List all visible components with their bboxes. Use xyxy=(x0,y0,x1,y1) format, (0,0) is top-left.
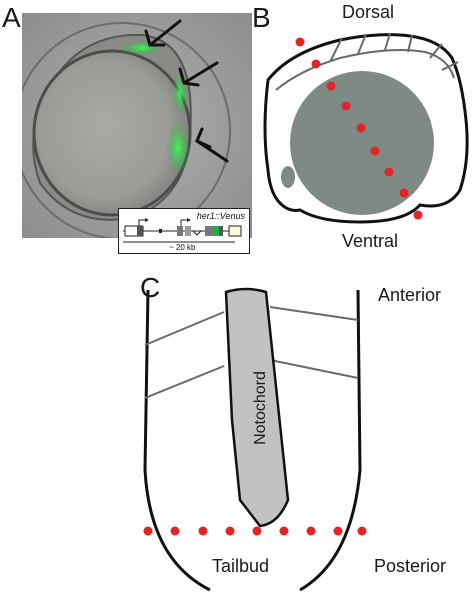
red-dot xyxy=(170,526,180,536)
panel-letter-b: B xyxy=(252,2,271,33)
red-dot xyxy=(311,59,321,69)
embryo-micrograph xyxy=(22,13,252,238)
somite-boundary xyxy=(429,43,443,59)
red-dot xyxy=(295,37,305,47)
somite-boundary xyxy=(357,33,367,55)
somite-band-inner xyxy=(275,49,455,91)
red-dot xyxy=(225,526,235,536)
promoter-arrow-head-icon xyxy=(145,218,149,222)
yolk-disc xyxy=(290,71,434,215)
ventral-label: Ventral xyxy=(342,231,399,251)
tail-left-edge xyxy=(143,289,211,592)
red-dot xyxy=(306,526,316,536)
tail-right-edge xyxy=(299,289,362,592)
cell-markers-b xyxy=(295,37,423,220)
anterior-label: Anterior xyxy=(378,285,442,305)
intron-line xyxy=(192,230,202,236)
red-dot xyxy=(341,101,351,111)
construct-exon xyxy=(219,226,223,236)
tailbud-label: Tailbud xyxy=(212,556,270,576)
red-dot xyxy=(413,210,423,220)
somite-boundary xyxy=(407,34,413,53)
red-dot xyxy=(143,526,153,536)
red-dot xyxy=(333,526,343,536)
cell-markers-c xyxy=(143,526,367,536)
construct-exon xyxy=(185,226,191,236)
somite-boundary xyxy=(384,32,391,51)
red-dot xyxy=(384,167,394,177)
somite-boundary xyxy=(269,359,359,379)
red-dot xyxy=(198,526,208,536)
construct-utr xyxy=(228,225,242,237)
red-dot xyxy=(279,526,289,536)
panel-letter-a: A xyxy=(2,2,21,33)
scale-label: ~ 20 kb xyxy=(169,243,196,252)
arrow-icon xyxy=(148,19,182,47)
promoter-arrow-icon xyxy=(180,219,189,226)
yolk xyxy=(32,49,192,217)
chorion-outline xyxy=(22,22,231,238)
somite-boundary xyxy=(144,311,225,346)
construct-label: her1::Venus xyxy=(196,211,245,221)
somite-boundary xyxy=(441,61,459,71)
dorsal-label: Dorsal xyxy=(342,2,395,22)
red-dot xyxy=(370,146,380,156)
panel-letter-c: C xyxy=(140,272,161,303)
construct-inset: her1::Venus ~ 20 kb xyxy=(118,208,250,254)
embryo-micrograph-drawing xyxy=(22,13,252,238)
posterior-label: Posterior xyxy=(374,556,447,576)
promoter-arrow-head-icon xyxy=(187,218,191,222)
somite-boundary xyxy=(269,306,359,321)
notochord-label: Notochord xyxy=(252,371,269,445)
somite-boundaries-c xyxy=(144,306,359,399)
arrow-group xyxy=(144,19,229,163)
construct-map xyxy=(123,218,242,243)
somite-boundary xyxy=(144,365,225,399)
red-dot xyxy=(252,526,262,536)
notochord xyxy=(224,287,290,528)
arrow-head-icon xyxy=(144,29,166,47)
construct-exon xyxy=(137,226,143,236)
venus-expression-tailbud xyxy=(166,120,190,176)
construct-exon xyxy=(177,226,183,236)
red-dot xyxy=(326,81,336,91)
somite-boundaries xyxy=(329,32,459,71)
construct-exon xyxy=(205,226,213,236)
arrow-head-icon xyxy=(178,67,200,87)
promoter-arrow-icon xyxy=(138,219,147,226)
red-dot xyxy=(356,123,366,133)
construct-exon xyxy=(159,229,162,233)
red-dot xyxy=(399,188,409,198)
red-dot xyxy=(357,526,367,536)
arrow-head-icon xyxy=(195,127,212,149)
eye-spot xyxy=(281,166,295,188)
arrow-icon xyxy=(182,61,219,85)
venus-box xyxy=(213,226,219,236)
somite-boundary xyxy=(329,37,343,63)
